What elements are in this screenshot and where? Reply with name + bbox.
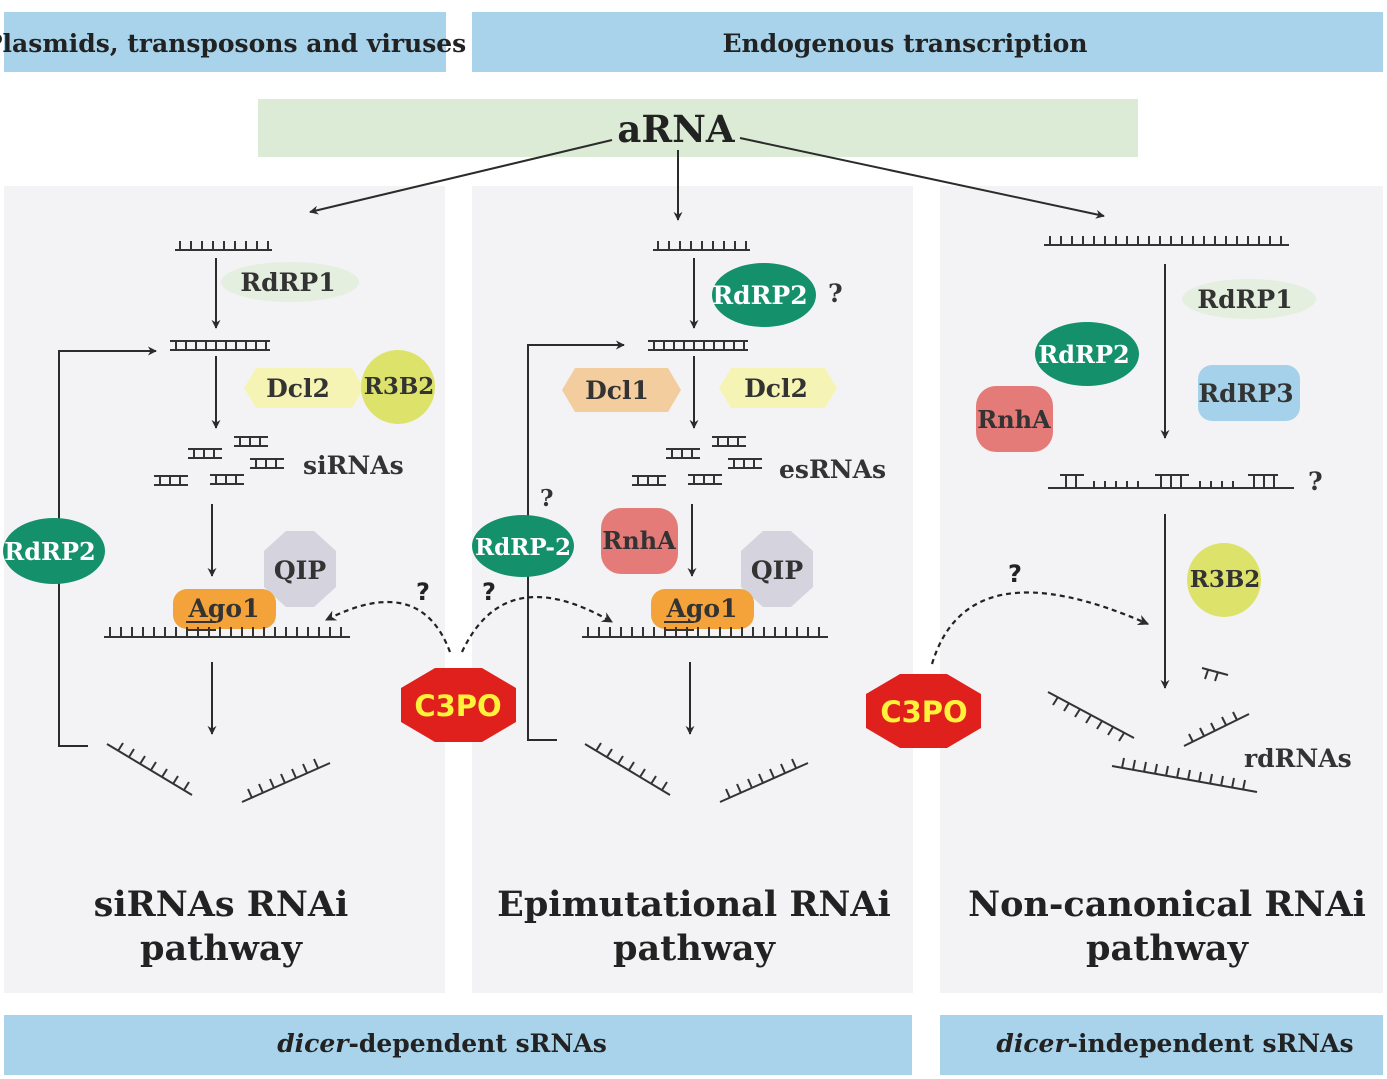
c3po-protein [866, 674, 981, 748]
rdrp2-loop-question: ? [540, 485, 553, 512]
rdrp2-loop-label: RdRP2 [4, 537, 95, 566]
arrow-arna-to-noncanonical [739, 137, 1105, 219]
c3po-arrow-to-sirna [325, 600, 452, 653]
rdrp1-protein [1182, 279, 1316, 319]
rnha-protein [601, 508, 678, 574]
c3po-label: C3PO [414, 689, 501, 723]
r3b2-protein [1187, 543, 1261, 617]
qip-protein [741, 531, 813, 607]
cleaved-mrna [106, 742, 331, 803]
footer-left-label: dicer-dependent sRNAs [277, 1029, 607, 1058]
dcl2-protein [244, 368, 364, 408]
dcl2-label: Dcl2 [266, 374, 330, 403]
arna-label: aRNA [617, 107, 736, 151]
rnha-label: RnhA [977, 405, 1051, 434]
qip-label: QIP [274, 556, 326, 585]
epimutational-pathway-title-1: Epimutational RNAi [497, 884, 891, 925]
ago1-protein [173, 589, 276, 629]
footer-left-rest: -dependent sRNAs [348, 1029, 606, 1058]
footer-right-label: dicer-independent sRNAs [996, 1029, 1353, 1058]
sirna-pathway-title-2: pathway [140, 928, 304, 969]
sirnas-label: siRNAs [303, 451, 404, 480]
dcl1-protein [562, 368, 681, 412]
panel-noncanonical [940, 186, 1383, 993]
header-bar-left [4, 12, 446, 72]
c3po-label: C3PO [880, 695, 967, 729]
r3b2-protein [361, 350, 435, 424]
footer-right-rest: -independent sRNAs [1068, 1029, 1354, 1058]
ssrna-strand [1044, 236, 1289, 246]
partial-dsrna-strand [1048, 474, 1294, 489]
r3b2-label: R3B2 [364, 373, 435, 400]
sirna-duplexes [154, 436, 284, 486]
target-mrna [104, 621, 350, 638]
footer-right-italic: dicer [996, 1029, 1069, 1058]
target-mrna [582, 621, 828, 638]
epimutational-pathway: RdRP2 ? Dcl1 Dcl2 esRNAs RnhA QIP Ago1 [472, 241, 891, 969]
qip-protein [264, 531, 336, 607]
cleaved-mrna [584, 742, 809, 803]
footer-left-italic: dicer [277, 1029, 350, 1058]
rnha-protein [976, 386, 1053, 452]
ago1-label: Ago1 [188, 594, 260, 623]
ssrna-strand [175, 241, 272, 251]
rdrp2-protein [712, 263, 816, 327]
rdrp3-protein [1198, 365, 1300, 421]
noncanonical-pathway: RdRP1 RdRP2 RdRP3 RnhA ? R3B2 rdRNAs [866, 236, 1366, 969]
rdrp2-label: RdRP2 [712, 281, 807, 310]
header-left-label: Plasmids, transposons and viruses [0, 29, 466, 58]
footer-bar-right [940, 1015, 1383, 1075]
ssrna-strand [653, 241, 750, 251]
rdrp1-label: RdRP1 [1197, 285, 1292, 314]
r3b2-label: R3B2 [1190, 566, 1261, 593]
arna-bar [258, 99, 1138, 157]
rdrp2-loop-label: RdRP-2 [475, 534, 571, 561]
c3po-protein [401, 668, 516, 742]
dcl2-label: Dcl2 [744, 374, 808, 403]
rdrp2-loop-protein [3, 518, 105, 584]
qip-label: QIP [751, 556, 803, 585]
c3po-question-right: ? [482, 578, 496, 606]
esrnas-label: esRNAs [779, 455, 886, 484]
rdrnas-label: rdRNAs [1244, 744, 1352, 773]
sirna-pathway-title-1: siRNAs RNAi [94, 884, 349, 925]
esrna-duplexes [632, 436, 762, 486]
rdrp1-protein [221, 262, 359, 302]
header-bar-right [472, 12, 1383, 72]
strand-question: ? [1308, 467, 1323, 496]
rdrp3-label: RdRP3 [1198, 379, 1293, 408]
dcl1-label: Dcl1 [585, 376, 649, 405]
arrow-arna-to-sirna [309, 139, 613, 215]
c3po-question-left: ? [416, 578, 430, 606]
ago1-label: Ago1 [666, 594, 738, 623]
c3po-arrow-to-epimutational [461, 595, 613, 653]
rdrp2-loop-protein [472, 515, 574, 577]
rnha-label: RnhA [602, 526, 676, 555]
rdrp1-label: RdRP1 [240, 268, 335, 297]
sirna-pathway: RdRP1 Dcl2 R3B2 siRNAs QIP Ago1 [3, 241, 435, 969]
c3po-center: ? ? C3PO [325, 578, 613, 742]
rdrp2-label: RdRP2 [1038, 340, 1129, 369]
c3po-arrow-to-noncanonical [930, 591, 1150, 665]
header-right-label: Endogenous transcription [722, 29, 1087, 58]
noncanonical-pathway-title-2: pathway [1086, 928, 1250, 969]
dcl2-protein [719, 368, 837, 408]
footer-bar-left [4, 1015, 912, 1075]
noncanonical-pathway-title-1: Non-canonical RNAi [968, 884, 1366, 925]
epimutational-pathway-title-2: pathway [613, 928, 777, 969]
dsrna-strand [170, 340, 270, 351]
ago1-protein [651, 589, 754, 629]
rdrna-fragments [1047, 667, 1258, 793]
c3po-question-noncanonical: ? [1008, 560, 1022, 588]
dsrna-strand [648, 340, 748, 351]
rdrp2-question: ? [828, 279, 843, 308]
rdrp2-protein [1035, 322, 1139, 386]
